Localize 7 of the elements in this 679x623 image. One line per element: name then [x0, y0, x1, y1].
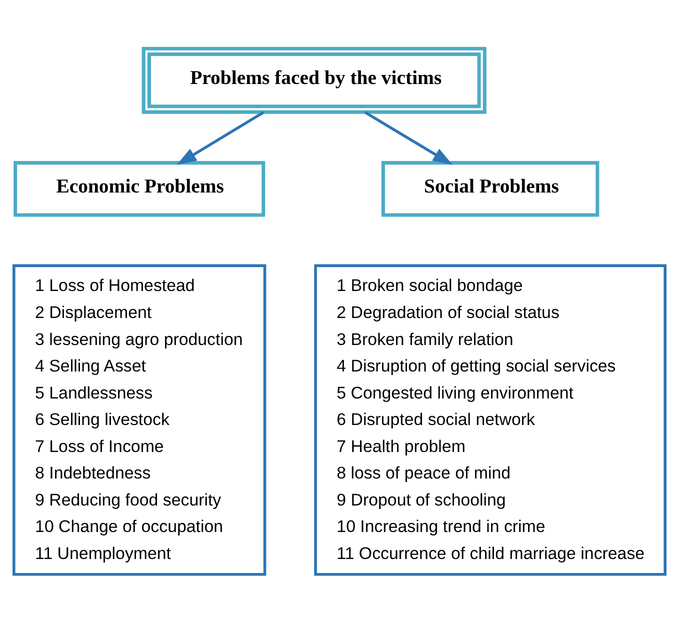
node-box: Economic Problems [14, 161, 266, 217]
node-box: 1 Loss of Homestead 2 Displacement 3 lessening agro production 4 Selling Asset 5 Landlessness 6 Selling livestock 7 Loss of Income 8 Indebtedness 9 Reducing food security 10 Change of occupation 11 Unemployment [12, 264, 266, 576]
node-box: 1 Broken social bondage 2 Degradation of social status 3 Broken family relation 4 Disruption of getting social services 5 Congested living environment 6 Disrupted social network 7 Health problem 8 loss of peace of mind 9 Dropout of schooling 10 Increasing trend in crime 11 Occurrence of child marriage increase [314, 264, 666, 576]
arrow [364, 111, 453, 165]
node-box: Social Problems [381, 161, 600, 217]
node-box: Problems faced by the victims [142, 46, 486, 114]
arrow [176, 111, 264, 165]
